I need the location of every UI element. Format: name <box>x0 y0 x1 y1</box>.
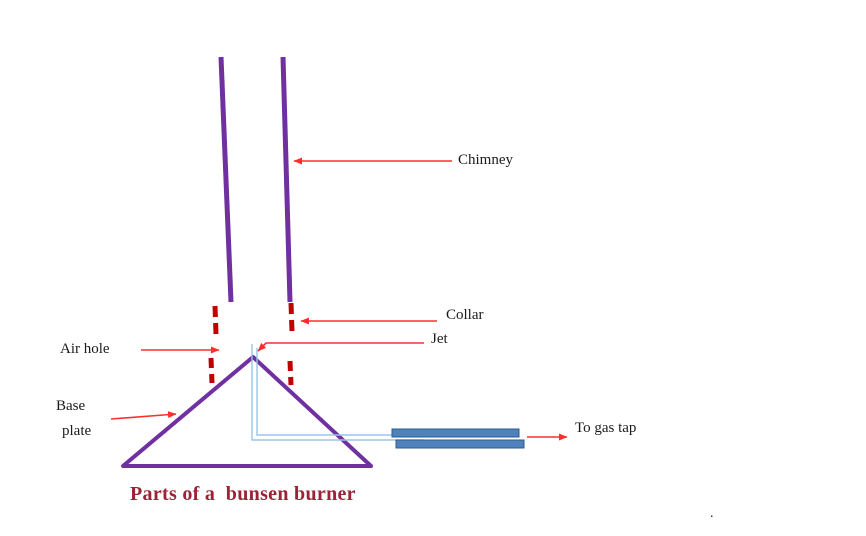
gas-tube-inner-line <box>256 348 424 436</box>
label-jet: Jet <box>431 331 448 347</box>
jet-arrow <box>257 342 424 352</box>
chimney-tube-left-line <box>218 56 234 303</box>
diagram-title: Parts of a bunsen burner <box>130 483 356 505</box>
collar-dash-lower-right <box>287 360 294 386</box>
collar-dash-upper-right <box>288 302 295 332</box>
gas-tube-outer-line <box>251 344 424 441</box>
label-chimney: Chimney <box>458 152 513 168</box>
gas-pipe-bottom-bar <box>395 439 525 449</box>
collar-dash-lower-left <box>208 357 215 384</box>
label-collar: Collar <box>446 307 484 323</box>
label-gas-tap: To gas tap <box>575 420 637 436</box>
label-plate: plate <box>62 423 92 439</box>
label-base: Base <box>56 398 86 414</box>
chimney-tube-right-line <box>280 56 293 303</box>
collar-dash-upper-left <box>212 305 219 335</box>
base-plate-arrow <box>110 411 177 420</box>
gas-pipe-top-bar <box>391 428 520 438</box>
base-plate-triangle <box>121 355 373 468</box>
label-air-hole: Air hole <box>60 341 110 357</box>
stray-period: . <box>710 506 714 521</box>
